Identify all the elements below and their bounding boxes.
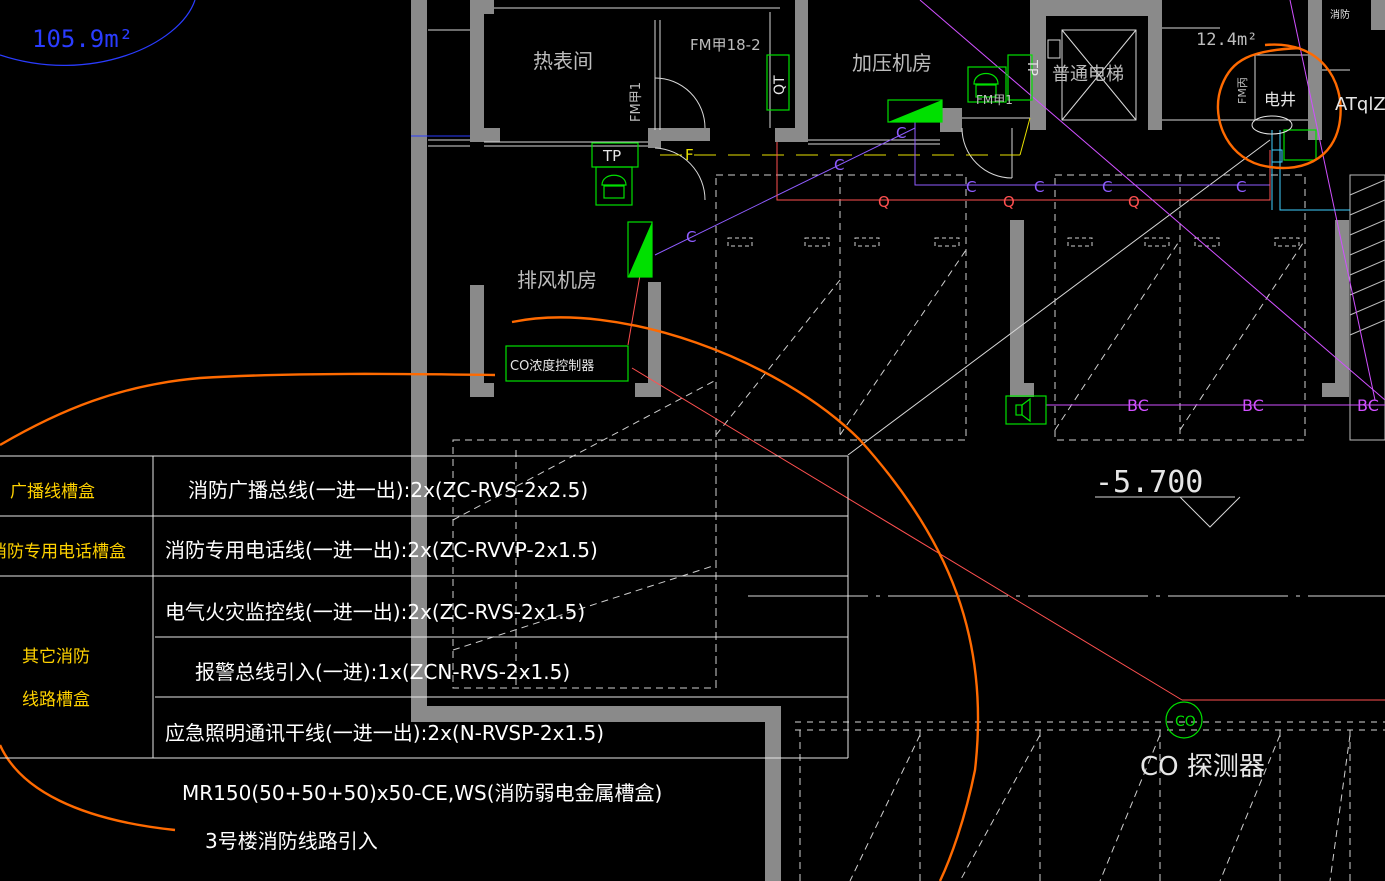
co-controller-box: [505, 345, 629, 382]
tag-bc-3: BC: [1357, 396, 1379, 415]
cable-c: [654, 120, 1271, 256]
tag-q-2: Q: [1003, 193, 1015, 211]
wall-col-1-foot: [1010, 383, 1034, 397]
tp-label-left: TP: [602, 147, 621, 165]
co-detector-label: CO 探测器: [1140, 752, 1265, 782]
atqlz-label: ATqlZ-1: [1335, 94, 1385, 115]
tag-c-5: C: [1034, 178, 1044, 196]
wall-heat-room-right: [470, 0, 484, 140]
tag-bc-1: BC: [1127, 396, 1149, 415]
room-exhaust: 排风机房: [517, 268, 597, 292]
door-fm-a1-left: FM甲1: [629, 82, 644, 122]
table-merged-2: 线路槽盒: [22, 690, 90, 710]
cable-cyan: [1271, 130, 1350, 211]
table-right-1: 消防广播总线(一进一出):2x(ZC-RVS-2x2.5): [188, 478, 588, 502]
room-pressurization: 加压机房: [852, 51, 932, 75]
orange-curve-left: [0, 372, 496, 447]
room-elec-shaft: 电井: [1264, 90, 1296, 109]
wall-main-vertical: [411, 0, 427, 706]
phone-box-right: [967, 66, 1007, 103]
tag-c-6: C: [1102, 178, 1112, 196]
tag-c-3: C: [896, 124, 906, 142]
elevation-label: -5.700: [1095, 465, 1203, 500]
walls: [411, 0, 1385, 881]
table-right-4: 报警总线引入(一进):1x(ZCN-RVS-2x1.5): [195, 660, 570, 684]
door-fm-a1-right: FM甲1: [976, 93, 1013, 107]
wall-door-column-2: [655, 128, 710, 141]
wall-exhaust-right: [470, 285, 484, 395]
wall-col-2-foot: [1322, 383, 1349, 397]
wall-exhaust-bottom: [470, 383, 494, 397]
area-label: 105.9m²: [32, 25, 133, 53]
small-area: 12.4m²: [1196, 30, 1257, 50]
orange-curve-low: [0, 744, 176, 832]
qt-label: QT: [772, 75, 788, 95]
phone-icon: [601, 72, 999, 199]
room-heat-meter: 热表间: [533, 49, 593, 73]
co-circle-label: CO: [1175, 714, 1196, 730]
orange-markups: [0, 43, 1342, 881]
door-fm18-2: FM甲18-2: [690, 36, 761, 54]
table-merged-1: 其它消防: [22, 647, 90, 667]
table-right-2: 消防专用电话线(一进一出):2x(ZC-RVVP-2x1.5): [165, 538, 598, 562]
green-devices: [505, 54, 1317, 739]
shaft-device: [1283, 129, 1317, 161]
wall-exhaust-vertical: [648, 282, 661, 397]
wall-fm18-bottom: [775, 128, 808, 142]
orange-circle-shaft: [1216, 43, 1342, 170]
tag-bc-2: BC: [1242, 396, 1264, 415]
speaker-icon: [1015, 397, 1031, 423]
table-left-2: 消防专用电话槽盒: [0, 542, 126, 562]
speaker-box: [1005, 395, 1047, 425]
dashed-boxes: [727, 237, 1300, 247]
phone-box-left: [595, 166, 633, 206]
corner-label: 消防: [1330, 8, 1350, 21]
table-note-2: 3号楼消防线路引入: [205, 829, 378, 853]
wall-elevator-top: [1030, 0, 1160, 16]
room-elevator: 普通电梯: [1052, 64, 1124, 85]
wall-col-2: [1335, 220, 1349, 395]
damper-top-fill: [888, 100, 942, 122]
tag-c-1: C: [686, 228, 696, 246]
wall-right-edge: [1371, 0, 1385, 30]
wall-heat-bottom: [470, 128, 500, 142]
dashed-structure: [452, 174, 1351, 881]
white-lines: [428, 7, 1385, 731]
wall-lower-vertical: [765, 706, 781, 881]
tp-box-right: [1007, 54, 1033, 101]
hatch-right: [1349, 174, 1385, 441]
area-arc: [0, 0, 196, 66]
door-fm-shaft: FM丙: [1236, 77, 1249, 104]
tag-f: F: [685, 146, 694, 164]
tag-q-1: Q: [878, 193, 890, 211]
co-detector-circle: [1165, 701, 1203, 739]
tag-q-3: Q: [1128, 193, 1140, 211]
qt-box: [766, 54, 790, 111]
tag-c-7: C: [1236, 178, 1246, 196]
cable-f: [660, 117, 1031, 156]
wall-bottom-horizontal: [411, 706, 781, 722]
table-right-5: 应急照明通讯干线(一进一出):2x(N-RVSP-2x1.5): [165, 721, 604, 745]
co-controller-label: CO浓度控制器: [510, 358, 594, 374]
tag-c-4: C: [966, 178, 976, 196]
wall-fm18-right: [795, 0, 808, 142]
table-note-1: MR150(50+50+50)x50-CE,WS(消防弱电金属槽盒): [182, 781, 662, 805]
table-left-1: 广播线槽盒: [10, 482, 95, 502]
texts: 105.9m² 热表间 加压机房 排风机房 普通电梯 电井 12.4m² FM甲…: [0, 8, 1385, 853]
wall-col-1: [1010, 220, 1024, 395]
green-fills: [628, 100, 942, 277]
cable-q: [627, 142, 1385, 701]
wall-press-bottom: [940, 108, 962, 132]
cable-table: [0, 455, 849, 759]
wall-heat-room-top: [470, 0, 494, 14]
shaft-ellipse: [1251, 115, 1293, 135]
tag-c-2: C: [834, 156, 844, 174]
damper-left-fill: [628, 222, 652, 277]
wall-elevator-right: [1148, 0, 1162, 130]
tp-label-right: TP: [1024, 59, 1039, 76]
table-right-3: 电气火灾监控线(一进一出):2x(ZC-RVS-2x1.5): [165, 600, 585, 624]
orange-curve-main: [511, 316, 980, 881]
wall-shaft-right: [1308, 0, 1322, 140]
